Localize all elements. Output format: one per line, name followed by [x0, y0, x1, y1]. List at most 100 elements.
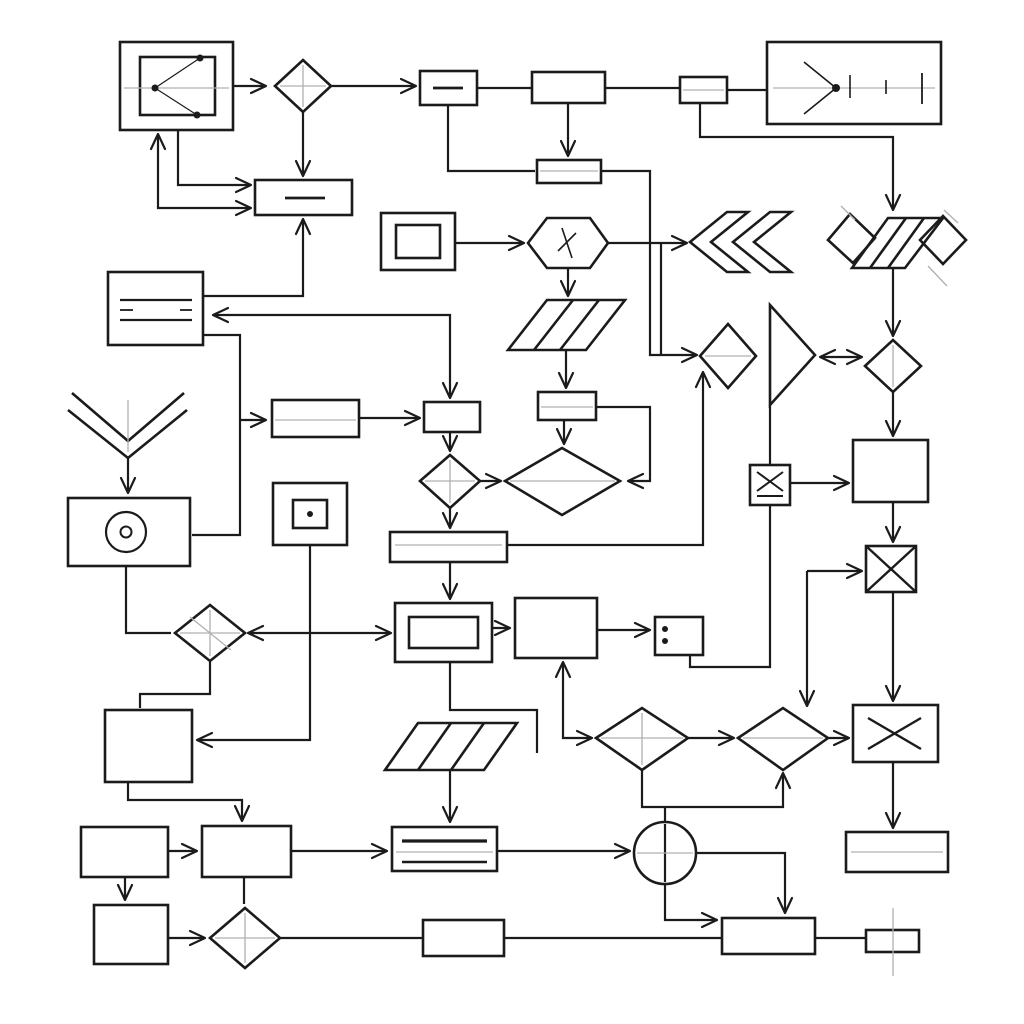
- rect-bottom-center-lined: [390, 825, 499, 873]
- edge-innerbox-to-rect-c3: [492, 619, 512, 637]
- edge-left-bus-branch: [240, 411, 268, 429]
- edge-rect-a-to-b: [168, 842, 199, 860]
- rect-top-2: [530, 70, 607, 105]
- edge-diamond-br2-right: [828, 729, 851, 747]
- edge-linedrect-b-to-circle: [497, 842, 632, 860]
- edge-diamond-leftb-down: [138, 661, 212, 708]
- rect-b: [200, 824, 293, 879]
- double-square: [379, 211, 457, 272]
- edge-dotbox-down-left: [195, 545, 312, 749]
- edge-flatrect-c2-down: [555, 420, 573, 446]
- diamond-left-2: [698, 322, 758, 390]
- rect-right-2: [851, 438, 930, 504]
- edge-nested-to-diamond-t1: [233, 77, 268, 95]
- edge-hexagon-down: [559, 268, 577, 298]
- edge-elbow-to-xsquare: [807, 562, 864, 580]
- edge-doublesquare-to-hexagon: [455, 234, 526, 252]
- edge-small-c1-down: [441, 432, 459, 453]
- edge-funnel-down: [119, 458, 137, 495]
- rect-bottom-1: [421, 918, 506, 958]
- edge-widerect-right-up: [507, 370, 712, 547]
- small-rect-c1: [422, 400, 482, 434]
- edge-elbow-to-diamond-br2: [798, 571, 816, 708]
- hexagon-x: [526, 216, 610, 270]
- edge-diamond-t1-down: [294, 112, 312, 178]
- rect-bottom-right-lined: [844, 830, 950, 874]
- diamond-right-1: [863, 338, 923, 394]
- edge-square-bl-right: [168, 929, 207, 947]
- x-box-small: [748, 463, 792, 507]
- flat-rect-c2: [536, 390, 598, 422]
- edge-circlerect-to-diamond: [124, 566, 171, 635]
- rect-dash: [418, 69, 479, 107]
- x-square: [864, 544, 918, 594]
- rect-mid-dash: [253, 178, 354, 217]
- triangle-right: [768, 301, 817, 409]
- edge-rect-leftb-to-rect-b: [126, 782, 251, 823]
- diamond-bottom-left-3: [208, 906, 282, 970]
- edge-widerect-down: [441, 562, 459, 601]
- edge-rect-t2-down: [559, 103, 577, 158]
- square-bottom-left: [92, 903, 170, 966]
- edge-diamond-c1-down: [441, 508, 459, 530]
- edge-nested-bottom-2: [176, 130, 253, 194]
- edge-row-633-double: [246, 624, 393, 642]
- edge-rect-t3-to-ribbon: [698, 103, 902, 212]
- axis-rect: [765, 40, 943, 126]
- circle-in-rect: [66, 496, 192, 568]
- ribbon-twist: [826, 205, 968, 287]
- edge-flatrect-c2-right-down: [596, 405, 652, 490]
- edge-xsquare-down: [884, 592, 902, 703]
- rect-left-bottom: [103, 708, 194, 784]
- edge-rect-r2-down: [884, 502, 902, 544]
- edge-diamond-bl2-bottom-loop: [640, 770, 792, 809]
- chevron-double-left: [687, 210, 795, 274]
- hatched-parallelogram-2: [382, 721, 520, 772]
- edge-diamond-t1-to-rect-dash: [331, 77, 418, 95]
- edge-xrect-down: [884, 762, 902, 830]
- diamond-bottom-left-pair: [593, 706, 691, 772]
- edge-innerbox-bottom-wrap: [448, 662, 539, 753]
- edge-diamond-bl2-to-br2: [688, 729, 736, 747]
- edge-circle-right-down: [696, 851, 794, 915]
- dots-box: [653, 615, 705, 657]
- diamond-left-bottom: [172, 603, 248, 663]
- edge-para2-down: [441, 770, 459, 824]
- edge-circle-bottom-right: [663, 884, 719, 929]
- edge-xbox-down-left: [688, 505, 772, 669]
- edge-hexagon-to-chevron: [608, 234, 689, 252]
- edge-flatrect-c1-to-diamond-l2: [601, 169, 699, 364]
- big-diamond-center: [502, 446, 623, 517]
- lined-rect-left: [106, 270, 205, 347]
- wide-flat-rect: [388, 530, 509, 564]
- double-square-dot: [271, 481, 349, 547]
- edge-para1-down: [557, 350, 575, 390]
- edge-left-bus: [192, 333, 242, 537]
- small-rect-bottom-right: [864, 908, 921, 976]
- circle-junction: [632, 820, 698, 886]
- display-box-inner-rect: [393, 601, 494, 664]
- rect-mid-left: [270, 398, 361, 439]
- diamond-c1: [418, 453, 482, 510]
- edge-junction-563: [554, 660, 594, 747]
- flat-rect-c1: [535, 158, 603, 185]
- rect-top-3: [678, 75, 729, 105]
- funnel-double-v: [67, 392, 188, 460]
- edge-xbox-right: [790, 474, 851, 492]
- edge-ribbon-down: [884, 268, 902, 338]
- x-rect-wide: [851, 703, 940, 764]
- edge-diamond-r1-down: [884, 392, 902, 438]
- nested-rect-projector: [118, 40, 235, 132]
- edge-nested-bottom-1: [149, 132, 253, 217]
- edge-linedrect-up-to-rect-mid: [203, 217, 312, 298]
- edge-rect-ml-to-small-c1: [359, 409, 422, 427]
- edge-rect-b-to-linedrect: [291, 842, 389, 860]
- diamond-top: [273, 58, 333, 114]
- rect-center-3: [513, 596, 599, 660]
- edge-double-arrow-triangle-diamond: [818, 348, 864, 366]
- rect-a: [79, 825, 170, 879]
- diamond-bottom-right-pair: [735, 706, 831, 772]
- edge-rect-a-down: [116, 877, 134, 902]
